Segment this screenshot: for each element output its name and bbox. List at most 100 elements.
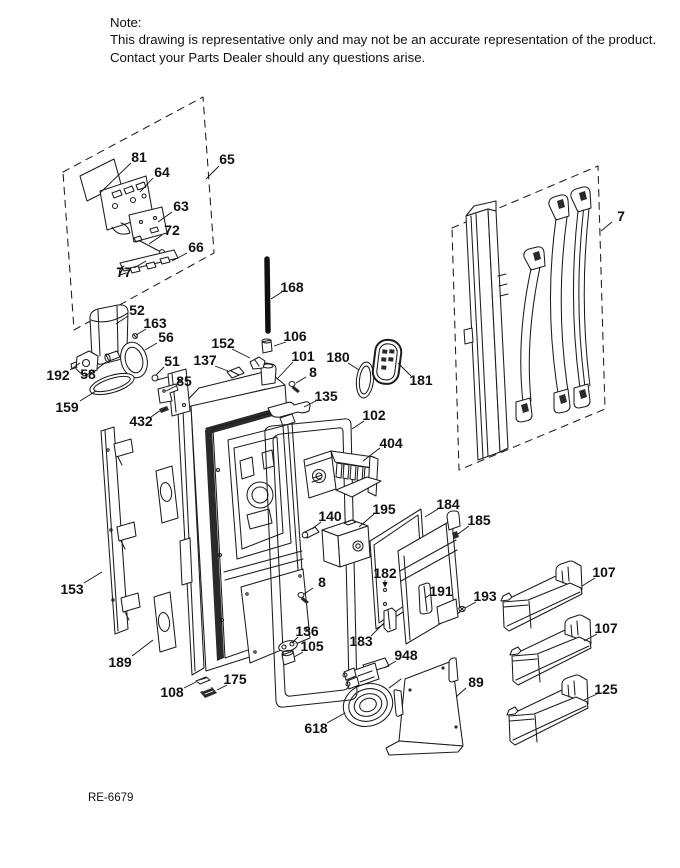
leader-line-51 — [155, 366, 165, 376]
part-label-159: 159 — [55, 399, 79, 415]
leader-line-152 — [231, 348, 251, 359]
part-432-screw — [159, 406, 169, 413]
leader-line-618 — [326, 712, 346, 724]
part-189-hinge-cover-plate — [153, 591, 177, 653]
part-181-dispenser-pad — [371, 338, 403, 385]
door-handle-2 — [548, 194, 571, 414]
leader-line-107 — [581, 577, 596, 587]
leader-line-180 — [347, 362, 360, 371]
leader-line-195 — [358, 513, 375, 528]
part-label-8: 8 — [309, 364, 317, 380]
part-label-7: 7 — [617, 208, 625, 224]
leader-line-185 — [457, 525, 470, 535]
leader-line-137 — [214, 365, 229, 372]
part-193-screw — [458, 605, 466, 613]
part-label-195: 195 — [372, 501, 396, 517]
part-label-185: 185 — [467, 512, 491, 528]
note-block: Note: This drawing is representative onl… — [110, 14, 656, 66]
part-label-63: 63 — [173, 198, 189, 214]
part-85-arm-bracket — [157, 383, 179, 404]
note-line-2: Contact your Parts Dealer should any que… — [110, 49, 426, 65]
part-label-137: 137 — [193, 352, 217, 368]
part-label-81: 81 — [131, 149, 147, 165]
leader-line-66 — [171, 252, 188, 262]
part-101-door-panel — [177, 362, 311, 676]
part-153-hinge-rail — [100, 426, 141, 635]
leader-line-163 — [135, 328, 147, 336]
part-label-107: 107 — [594, 620, 618, 636]
leader-line-58 — [96, 361, 107, 370]
door-handle-1 — [515, 246, 546, 423]
part-185-panel-assembly — [397, 510, 461, 645]
part-183-clip — [383, 607, 397, 633]
part-175-block — [200, 687, 217, 698]
leader-line-107 — [583, 633, 598, 642]
part-label-72: 72 — [164, 222, 180, 238]
note-line-1: This drawing is representative only and … — [110, 32, 657, 48]
part-404-icemaker — [303, 450, 382, 499]
part-159-drip-tray — [89, 372, 135, 396]
handle-kit-group — [451, 165, 606, 471]
part-label-140: 140 — [318, 508, 342, 524]
part-label-66: 66 — [188, 239, 204, 255]
leader-line-193 — [464, 601, 477, 609]
part-label-152: 152 — [211, 335, 235, 351]
part-191-clip — [418, 582, 433, 615]
leader-line-404 — [362, 447, 381, 462]
part-label-101: 101 — [291, 348, 315, 364]
leader-line-108 — [183, 681, 197, 689]
dispenser-control-assembly-group — [62, 96, 215, 331]
leader-line-64 — [139, 177, 154, 193]
leader-line-948 — [383, 660, 397, 669]
part-136-cover — [278, 640, 298, 652]
part-8-screw-lower — [297, 591, 309, 604]
part-105-plug — [281, 649, 296, 666]
part-label-89: 89 — [468, 674, 484, 690]
part-618-tubing-coil — [342, 678, 402, 727]
leader-line-432 — [150, 409, 162, 418]
part-label-192: 192 — [46, 367, 70, 383]
part-label-404: 404 — [379, 435, 403, 451]
part-180-recess-cover — [355, 361, 375, 399]
part-label-183: 183 — [349, 633, 373, 649]
part-label-180: 180 — [326, 349, 350, 365]
leader-line-125 — [583, 693, 598, 701]
part-label-58: 58 — [80, 366, 96, 382]
leader-line-153 — [83, 571, 103, 584]
leader-line-136 — [291, 636, 299, 644]
part-label-77: 77 — [116, 264, 132, 280]
leader-line-191 — [424, 593, 432, 599]
part-51-bracket — [151, 368, 191, 417]
leader-line-101 — [276, 361, 294, 380]
leader-line-56 — [144, 342, 158, 351]
part-135-bracket — [267, 401, 311, 418]
leader-line-7 — [600, 221, 613, 232]
leader-line-183 — [370, 622, 385, 637]
leader-line-192 — [69, 362, 81, 371]
part-label-108: 108 — [160, 684, 184, 700]
leader-line-135 — [303, 400, 317, 408]
part-label-135: 135 — [314, 388, 338, 404]
part-label-182: 182 — [373, 565, 397, 581]
part-137-clip — [226, 366, 245, 379]
leader-line-85 — [165, 385, 177, 392]
part-label-107: 107 — [592, 564, 616, 580]
leader-line-81 — [99, 162, 132, 194]
leader-line-65 — [205, 165, 220, 180]
part-label-8: 8 — [318, 574, 326, 590]
part-label-432: 432 — [129, 413, 153, 429]
leader-line-140 — [311, 521, 322, 530]
part-label-51: 51 — [164, 353, 180, 369]
leader-line-102 — [351, 420, 365, 430]
leader-line-106 — [273, 341, 287, 347]
leader-line-184 — [424, 508, 439, 518]
door-handle-3 — [570, 186, 592, 409]
part-label-125: 125 — [594, 681, 618, 697]
part-label-175: 175 — [223, 671, 247, 687]
part-label-184: 184 — [436, 496, 460, 512]
part-948-water-valve — [342, 657, 390, 690]
part-152-clip — [249, 356, 266, 370]
part-182-mount-holes — [382, 587, 388, 607]
part-label-102: 102 — [362, 407, 386, 423]
